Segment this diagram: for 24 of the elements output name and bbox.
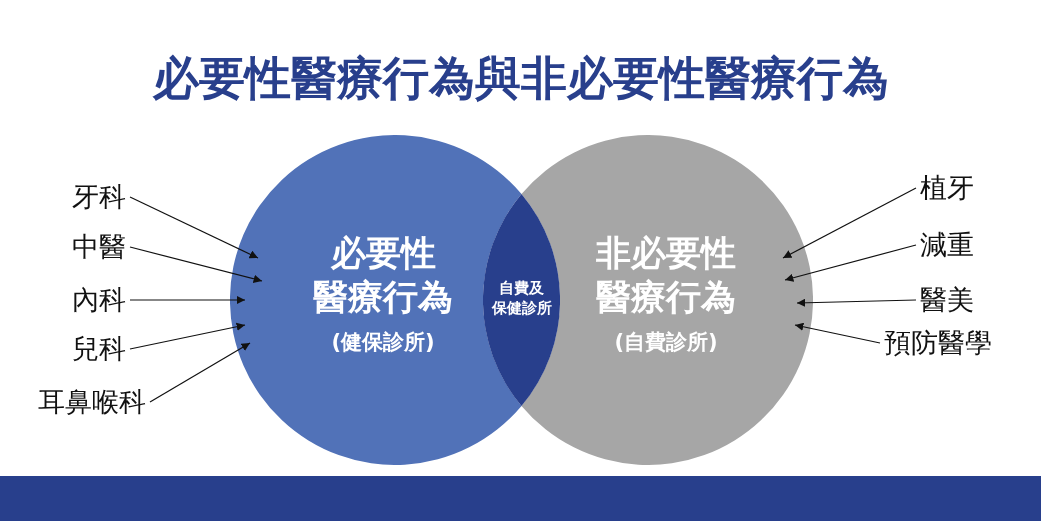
circle-heading: 必要性醫療行為 <box>312 232 454 319</box>
arrow <box>129 196 259 259</box>
category-label: 耳鼻喉科 <box>38 385 146 419</box>
arrow <box>796 298 917 307</box>
arrow <box>129 295 246 305</box>
circle-heading: 非必要性醫療行為 <box>595 232 737 319</box>
arrow <box>129 246 263 283</box>
circle-subtitle: (健保診所) <box>330 329 436 356</box>
arrow <box>782 187 917 259</box>
category-label: 植牙 <box>920 171 974 205</box>
title: 必要性醫療行為與非必要性醫療行為 <box>151 50 890 107</box>
category-label: 牙科 <box>72 180 126 214</box>
category-label: 醫美 <box>920 283 974 317</box>
category-label: 兒科 <box>72 332 126 366</box>
circle-subtitle: (自費診所) <box>613 329 719 356</box>
category-label: 減重 <box>920 228 974 262</box>
category-label: 預防醫學 <box>884 326 992 360</box>
arrow <box>129 322 246 350</box>
category-label: 內科 <box>72 283 126 317</box>
arrow <box>794 322 881 344</box>
overlap-text: 自費及保健診所 <box>490 278 553 318</box>
category-label: 中醫 <box>72 230 126 264</box>
arrow <box>784 244 917 282</box>
arrow <box>149 342 251 403</box>
